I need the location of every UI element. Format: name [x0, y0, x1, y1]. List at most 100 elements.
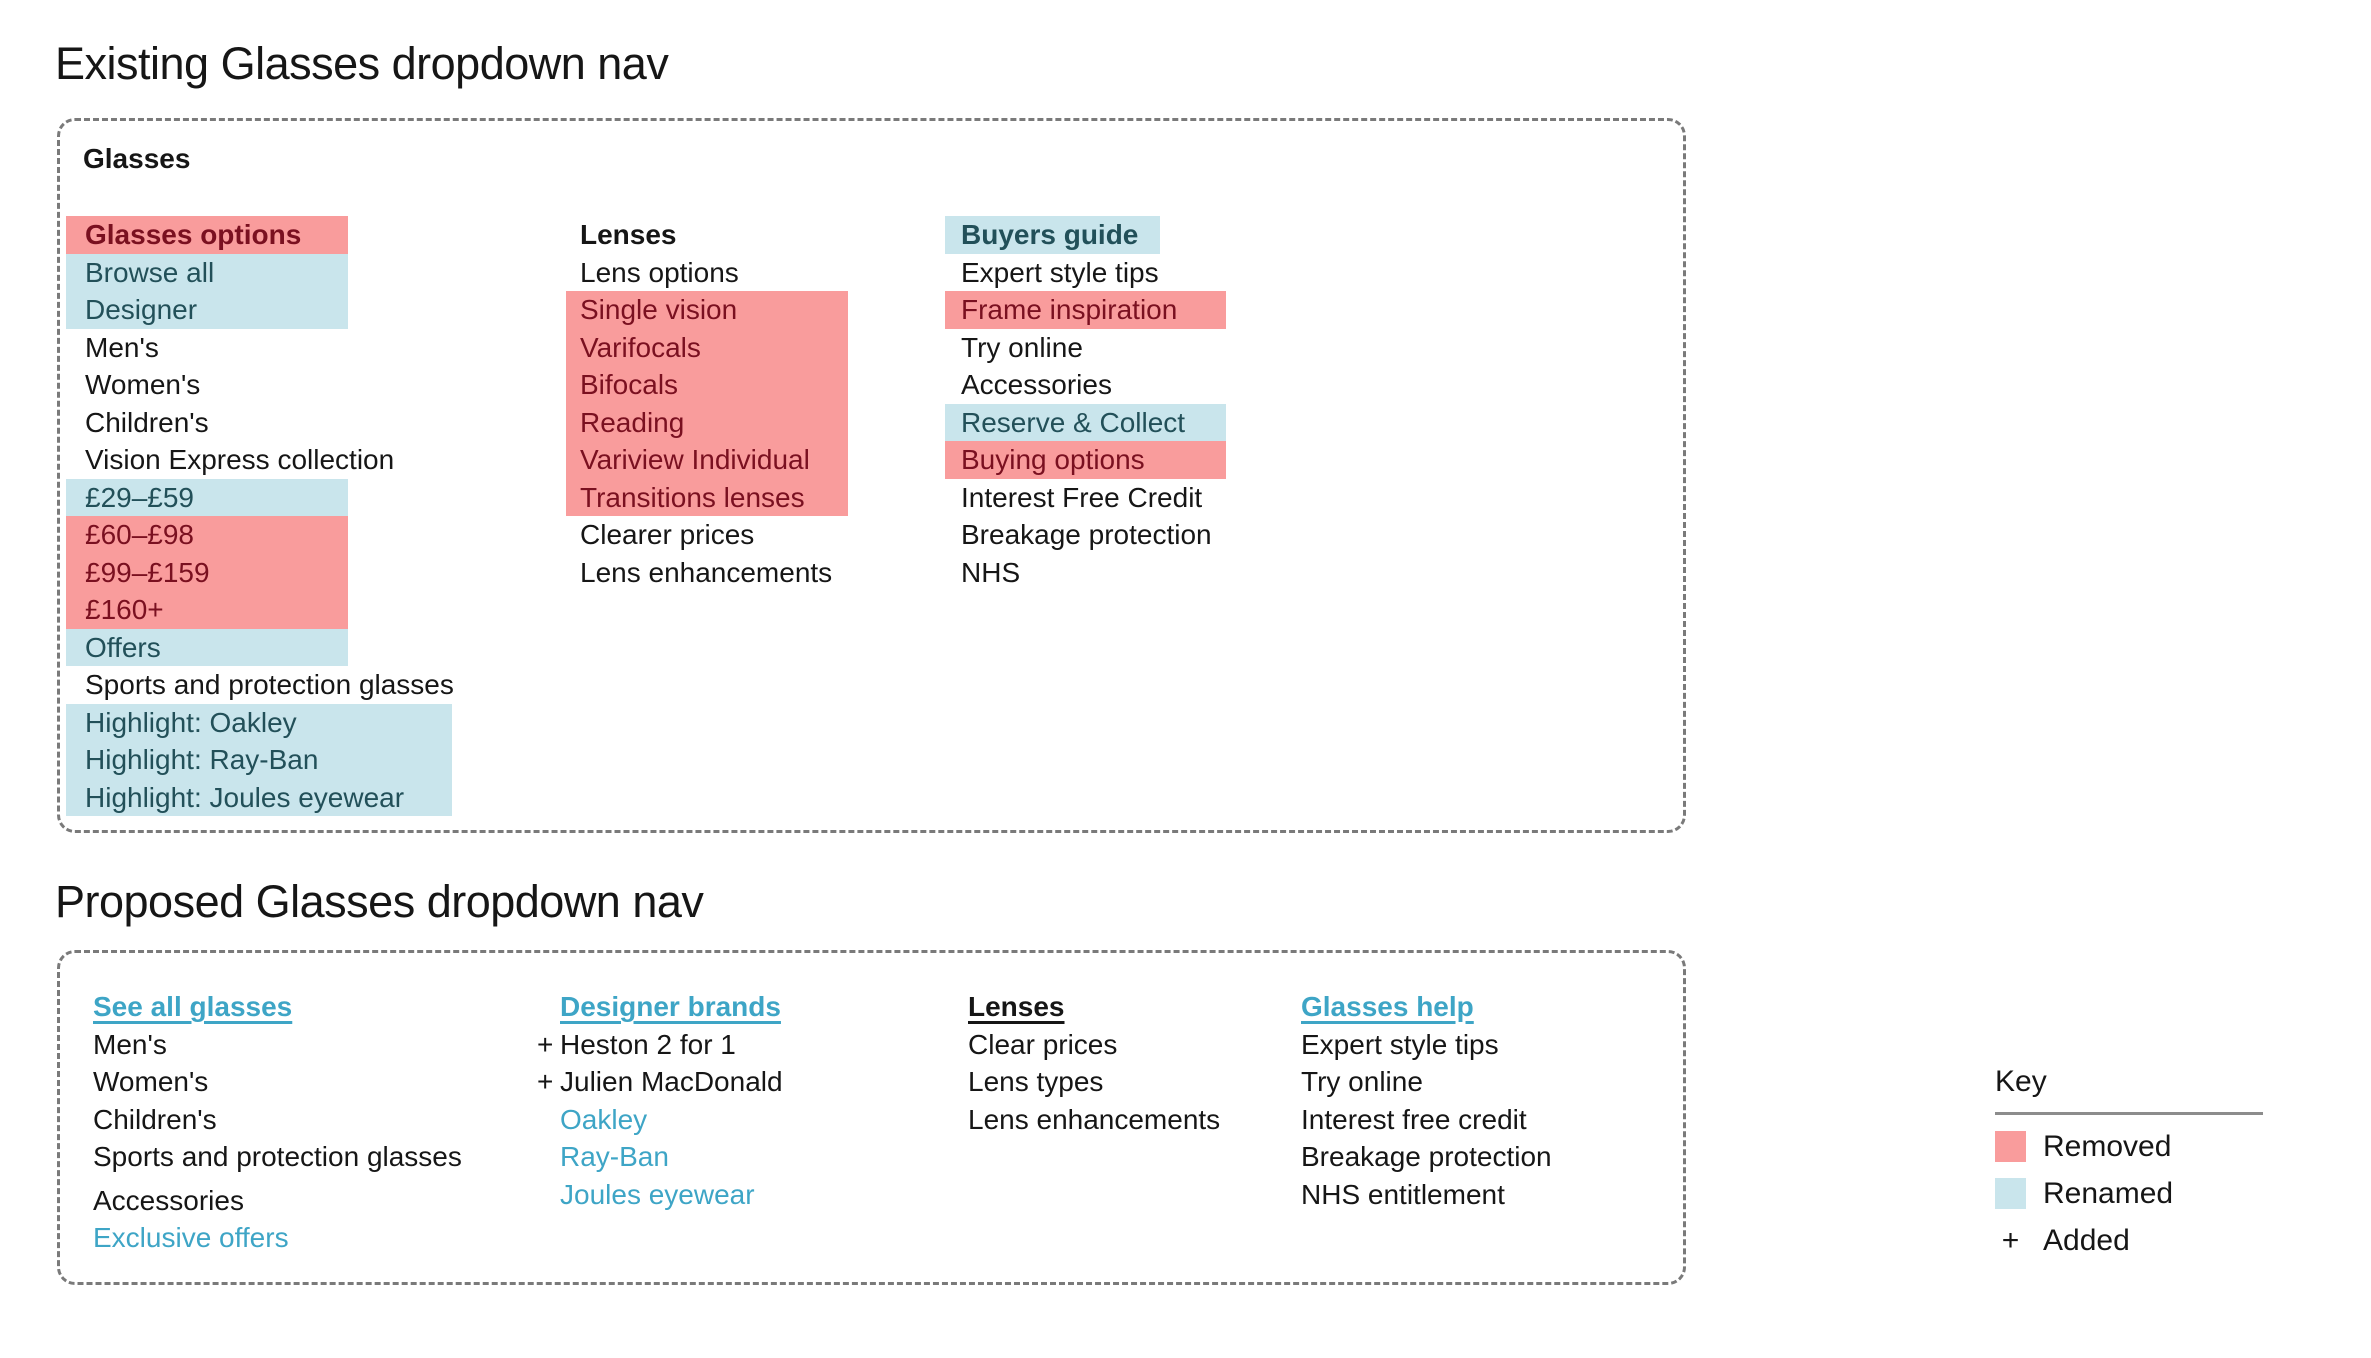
nav-item-label: Lenses — [968, 991, 1065, 1022]
nav-item: Lens enhancements — [566, 554, 848, 592]
nav-item-label: Interest free credit — [1301, 1103, 1527, 1135]
nav-item: Lens types — [968, 1063, 1220, 1101]
nav-item: Highlight: Joules eyewear — [66, 778, 452, 816]
nav-item-label: Accessories — [93, 1184, 244, 1216]
nav-item: Interest free credit — [1301, 1101, 1552, 1139]
nav-item-label: NHS — [961, 556, 1021, 588]
added-plus-icon: + — [537, 1028, 554, 1060]
nav-item-label: Reserve & Collect — [961, 406, 1186, 438]
nav-item: Exclusive offers — [93, 1219, 462, 1257]
nav-item: £99–£159 — [66, 553, 348, 591]
nav-item: Expert style tips — [1301, 1026, 1552, 1064]
nav-item: Breakage protection — [945, 516, 1226, 554]
nav-item: Expert style tips — [945, 254, 1226, 292]
nav-item-label: Lenses — [580, 219, 677, 250]
nav-item-label: Interest Free Credit — [961, 481, 1203, 513]
nav-item-label: £29–£59 — [85, 481, 195, 513]
nav-item-label: Lens types — [968, 1066, 1104, 1097]
nav-item-label: Women's — [85, 369, 201, 400]
nav-item-label: Lens enhancements — [580, 556, 833, 588]
nav-item: Men's — [93, 1026, 462, 1064]
key-row-removed: Removed — [1995, 1129, 2263, 1163]
nav-item-label: Clear prices — [968, 1028, 1118, 1060]
nav-item-label: £160+ — [85, 594, 164, 625]
key-label-renamed: Renamed — [2043, 1176, 2174, 1210]
nav-item: Highlight: Ray-Ban — [66, 741, 452, 779]
nav-item: Ray-Ban — [560, 1138, 783, 1176]
nav-item: Children's — [93, 1101, 462, 1139]
nav-item-label: Expert style tips — [1301, 1028, 1499, 1060]
nav-item: Buying options — [945, 441, 1226, 479]
key-label-added: Added — [2043, 1223, 2130, 1257]
nav-item-label: Designer brands — [560, 991, 781, 1022]
proposed-section-title: Proposed Glasses dropdown nav — [55, 876, 704, 927]
nav-item-label: Vision Express collection — [85, 444, 395, 475]
nav-item: Buyers guide — [945, 216, 1160, 254]
nav-item: Browse all — [66, 253, 348, 291]
nav-item-label: Clearer prices — [580, 519, 755, 550]
nav-item: Highlight: Oakley — [66, 703, 452, 741]
nav-item: Variview Individual — [566, 441, 848, 479]
nav-item-label: Breakage protection — [1301, 1141, 1552, 1172]
nav-item: Women's — [66, 366, 454, 404]
nav-item-label: £99–£159 — [85, 556, 210, 588]
removed-swatch-icon — [1995, 1131, 2026, 1162]
nav-item-label: Browse all — [85, 256, 215, 288]
nav-item: £29–£59 — [66, 478, 348, 516]
nav-item-label: Glasses options — [85, 219, 302, 250]
nav-item-label: Exclusive offers — [93, 1222, 289, 1253]
key-legend: Key Removed Renamed + Added — [1995, 1064, 2263, 1257]
nav-item-label: Variview Individual — [580, 444, 810, 475]
nav-item-label: Glasses help — [1301, 991, 1474, 1022]
nav-item-label: Transitions lenses — [580, 481, 805, 513]
nav-item: Lenses — [968, 988, 1220, 1026]
nav-item: Bifocals — [566, 366, 848, 404]
nav-item: £160+ — [66, 591, 348, 629]
nav-item-label: Try online — [961, 331, 1083, 363]
nav-item: +Julien MacDonald — [537, 1063, 783, 1101]
nav-item-label: Lens enhancements — [968, 1103, 1221, 1135]
key-row-renamed: Renamed — [1995, 1176, 2263, 1210]
nav-item: Men's — [66, 329, 454, 367]
nav-item-label: Buyers guide — [961, 219, 1139, 250]
nav-item-label: Men's — [85, 331, 159, 363]
nav-item-label: Breakage protection — [961, 519, 1212, 550]
existing-section-title: Existing Glasses dropdown nav — [55, 38, 669, 89]
nav-item-label: Highlight: Joules eyewear — [85, 781, 405, 813]
nav-item: Accessories — [945, 366, 1226, 404]
nav-item: Joules eyewear — [560, 1176, 783, 1214]
nav-item-label: NHS entitlement — [1301, 1178, 1505, 1210]
nav-item-label: Women's — [93, 1066, 209, 1097]
nav-item-label: Offers — [85, 631, 161, 663]
nav-item-label: Varifocals — [580, 331, 701, 363]
nav-item: Sports and protection glasses — [66, 666, 454, 704]
nav-item: Lens options — [566, 254, 848, 292]
nav-item-label: Expert style tips — [961, 256, 1159, 288]
nav-item: Designer — [66, 291, 348, 329]
nav-item-label: Heston 2 for 1 — [560, 1028, 736, 1060]
nav-item: Vision Express collection — [66, 441, 454, 479]
added-plus-icon: + — [537, 1066, 554, 1097]
key-label-removed: Removed — [2043, 1129, 2172, 1163]
nav-item: Try online — [945, 329, 1226, 367]
nav-item-label: Highlight: Ray-Ban — [85, 744, 319, 775]
nav-item: Glasses options — [66, 216, 348, 254]
nav-item: Clear prices — [968, 1026, 1220, 1064]
nav-item-label: Designer — [85, 294, 198, 325]
nav-item: Sports and protection glasses — [93, 1138, 462, 1176]
nav-item-label: See all glasses — [93, 991, 293, 1022]
nav-item-label: Joules eyewear — [560, 1178, 755, 1210]
nav-item: Single vision — [566, 291, 848, 329]
nav-item: NHS entitlement — [1301, 1176, 1552, 1214]
existing-box-label: Glasses — [83, 143, 191, 174]
proposed-column-designer-brands: Designer brands+Heston 2 for 1+Julien Ma… — [537, 988, 783, 1214]
nav-item: Oakley — [560, 1101, 783, 1139]
nav-item: Children's — [66, 404, 454, 442]
nav-item: Transitions lenses — [566, 478, 848, 516]
nav-item: Varifocals — [566, 328, 848, 366]
nav-item-label: Men's — [93, 1028, 167, 1060]
